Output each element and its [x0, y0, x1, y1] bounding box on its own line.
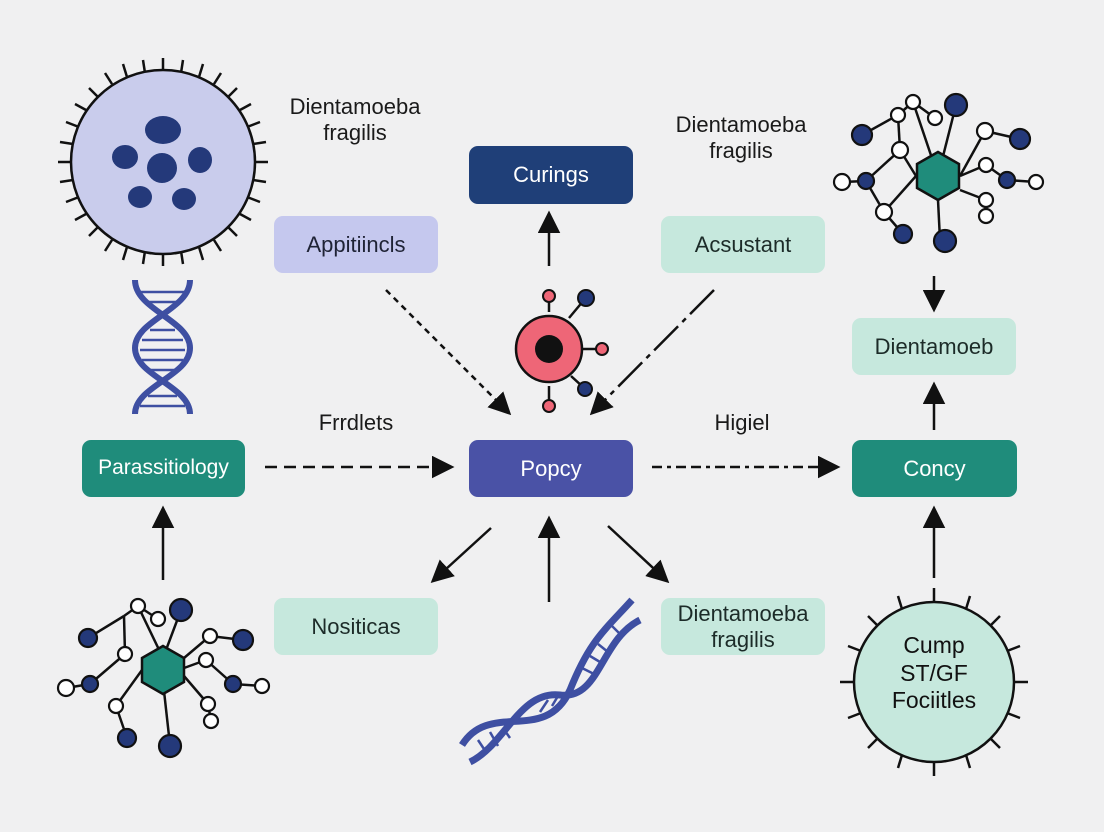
arrow-popcy-to-nositicas	[430, 527, 492, 584]
top-left-label: Dientamoeba fragilis	[262, 94, 448, 147]
concy-node[interactable]: Concy	[852, 440, 1017, 497]
dientamoeb-node[interactable]: Dientamoeb	[852, 318, 1016, 375]
circle-label-line1: Cump	[903, 632, 965, 658]
popcy-node[interactable]: Popcy	[469, 440, 633, 497]
arrow-acsustant-to-popcy	[589, 289, 715, 416]
molecule-network-icon	[56, 597, 271, 759]
top-right-label-line1: Dientamoeba	[675, 112, 807, 137]
top-right-label-line2: fragilis	[709, 138, 773, 164]
top-right-label: Dientamoeba fragilis	[648, 112, 834, 165]
protozoa-cell-icon	[58, 58, 268, 266]
curings-node[interactable]: Curings	[469, 146, 633, 204]
arrow-popcy-to-df	[607, 525, 670, 584]
appitiincls-node[interactable]: Appitiincls	[274, 216, 438, 273]
frrdlets-label: Frrdlets	[318, 410, 394, 435]
molecule-network-icon	[832, 92, 1045, 254]
virus-icon	[514, 289, 609, 413]
dna-helix-icon	[131, 279, 194, 415]
acsustant-node[interactable]: Acsustant	[661, 216, 825, 273]
top-left-label-line2: fragilis	[323, 120, 387, 146]
arrow-appitiincls-to-popcy	[385, 289, 512, 416]
dientamoeba-fragilis-node[interactable]: Dientamoeba fragilis	[661, 598, 825, 655]
higiel-label: Higiel	[714, 410, 770, 435]
parasitiology-node[interactable]: Parassitiology	[82, 440, 245, 497]
df-node-line1: Dientamoeba	[677, 601, 809, 627]
bacterium-circle-icon	[840, 588, 1028, 776]
top-left-label-line1: Dientamoeba	[289, 94, 421, 119]
df-node-line2: fragilis	[711, 626, 775, 652]
arrows	[151, 210, 946, 602]
circle-label-line2: ST/GF	[900, 659, 968, 686]
circle-label: Cump ST/GF Fociitles	[854, 632, 1014, 715]
dna-helix-icon	[459, 597, 642, 766]
nositicas-node[interactable]: Nositicas	[274, 598, 438, 655]
circle-label-line3: Fociitles	[891, 687, 977, 714]
